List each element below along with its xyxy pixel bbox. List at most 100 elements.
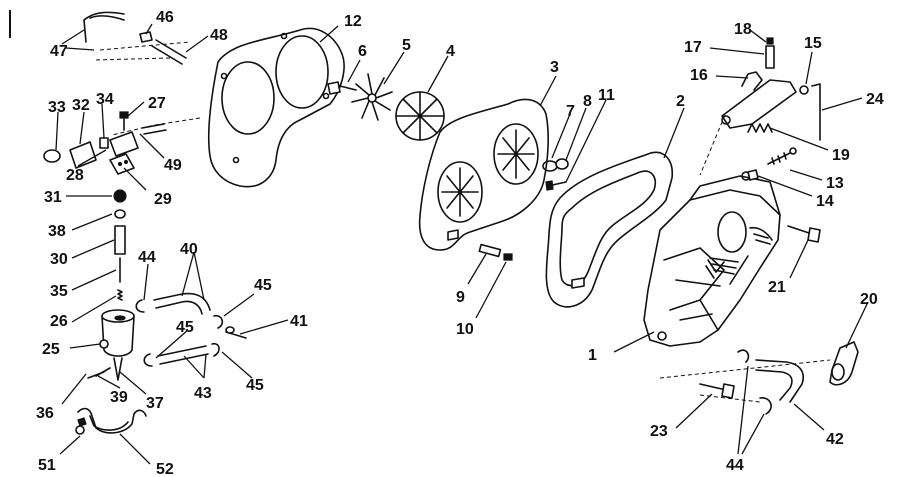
callout-32: 32 (72, 97, 90, 114)
callout-4: 4 (446, 43, 455, 60)
leader-lines (55, 23, 869, 465)
part-6-screw (327, 81, 357, 95)
part-33-cap (43, 149, 61, 163)
part-49-tube (141, 123, 167, 135)
part-43-tube (157, 345, 209, 365)
callout-34: 34 (96, 91, 114, 108)
callout-14: 14 (816, 193, 834, 210)
part-4-diaphragm (395, 91, 445, 141)
callout-31: 31 (44, 189, 62, 206)
part-1-housing (643, 171, 781, 347)
part-26-spring (117, 289, 123, 301)
callout-25: 25 (42, 341, 60, 358)
part-5-reed (351, 73, 393, 121)
part-47-hose (83, 11, 125, 43)
callout-41: 41 (290, 313, 308, 330)
part-51-screw (75, 417, 87, 435)
callout-5: 5 (402, 37, 411, 54)
part-12-gasket (207, 27, 345, 188)
callout-44-bottom: 44 (726, 457, 744, 474)
part-31-nut (113, 189, 127, 203)
part-3-pump-plate (418, 98, 549, 251)
callout-15: 15 (804, 35, 822, 52)
part-45-clamp-lower (211, 342, 220, 357)
part-11-screw (545, 180, 567, 191)
callout-42: 42 (826, 431, 844, 448)
callout-33: 33 (48, 99, 66, 116)
part-15-nut (799, 85, 809, 95)
callout-18: 18 (734, 21, 752, 38)
part-45-clamp-mid (143, 353, 153, 367)
part-48-tube (151, 39, 187, 65)
callout-3: 3 (550, 59, 559, 76)
callout-2: 2 (676, 93, 685, 110)
callout-51: 51 (38, 457, 56, 474)
callout-38: 38 (48, 223, 66, 240)
part-44-clip-upper (737, 349, 750, 363)
callout-29: 29 (154, 191, 172, 208)
callout-36: 36 (36, 405, 54, 422)
part-42-hose (755, 359, 804, 403)
part-17-pin (765, 45, 775, 69)
part-16-lever (721, 71, 797, 129)
callout-27: 27 (148, 95, 166, 112)
callout-10: 10 (456, 321, 474, 338)
part-34-gasket (99, 137, 109, 149)
callout-labels: 1 2 3 4 5 6 7 8 9 10 11 12 13 14 15 16 1… (36, 9, 884, 477)
callout-17: 17 (684, 39, 702, 56)
callout-1: 1 (588, 347, 597, 364)
callout-24: 24 (866, 91, 884, 108)
part-32-elbow (69, 141, 97, 169)
callout-45-top: 45 (254, 277, 272, 294)
part-29-plate (109, 153, 135, 175)
callout-35: 35 (50, 283, 68, 300)
callout-7: 7 (566, 103, 575, 120)
part-14-nut (747, 169, 759, 181)
callout-44-left: 44 (138, 249, 156, 266)
callout-6: 6 (358, 43, 367, 60)
part-52-strap (77, 407, 147, 434)
callout-45-bottom: 45 (246, 377, 264, 394)
callout-23: 23 (650, 423, 668, 440)
part-20-bracket (829, 341, 859, 386)
callout-48: 48 (210, 27, 228, 44)
part-38-washer (114, 209, 126, 219)
part-40-hose (153, 292, 211, 315)
part-23-bolt (699, 383, 735, 399)
callout-45-mid: 45 (176, 319, 194, 336)
part-39-wire (87, 367, 111, 379)
part-9-pin (478, 243, 502, 258)
callout-47: 47 (50, 43, 68, 60)
part-10-screw (503, 253, 513, 261)
part-30-sleeve (114, 225, 126, 255)
callout-26: 26 (50, 313, 68, 330)
callout-19: 19 (832, 147, 850, 164)
callout-40: 40 (180, 241, 198, 258)
callout-46: 46 (156, 9, 174, 26)
part-44-clip-left (135, 299, 145, 313)
part-28-valve (109, 131, 139, 157)
callout-43: 43 (194, 385, 212, 402)
callout-28: 28 (66, 167, 84, 184)
callout-37: 37 (146, 395, 164, 412)
part-25-bowl (99, 309, 135, 357)
callout-52: 52 (156, 461, 174, 477)
part-8-nut (555, 158, 569, 170)
part-45-clamp-upper (213, 314, 224, 329)
part-27-screw (119, 111, 129, 131)
part-19-spring (747, 123, 773, 133)
callout-9: 9 (456, 289, 465, 306)
callout-8: 8 (583, 93, 592, 110)
callout-49: 49 (164, 157, 182, 174)
callout-13: 13 (826, 175, 844, 192)
callout-39: 39 (110, 389, 128, 406)
callout-12: 12 (344, 13, 362, 30)
callout-21: 21 (768, 279, 786, 296)
part-21-bolt (787, 225, 821, 243)
callout-30: 30 (50, 251, 68, 268)
part-2-gasket (545, 151, 673, 308)
callout-16: 16 (690, 67, 708, 84)
part-24-rod (811, 83, 821, 141)
part-7-washer (542, 160, 558, 172)
